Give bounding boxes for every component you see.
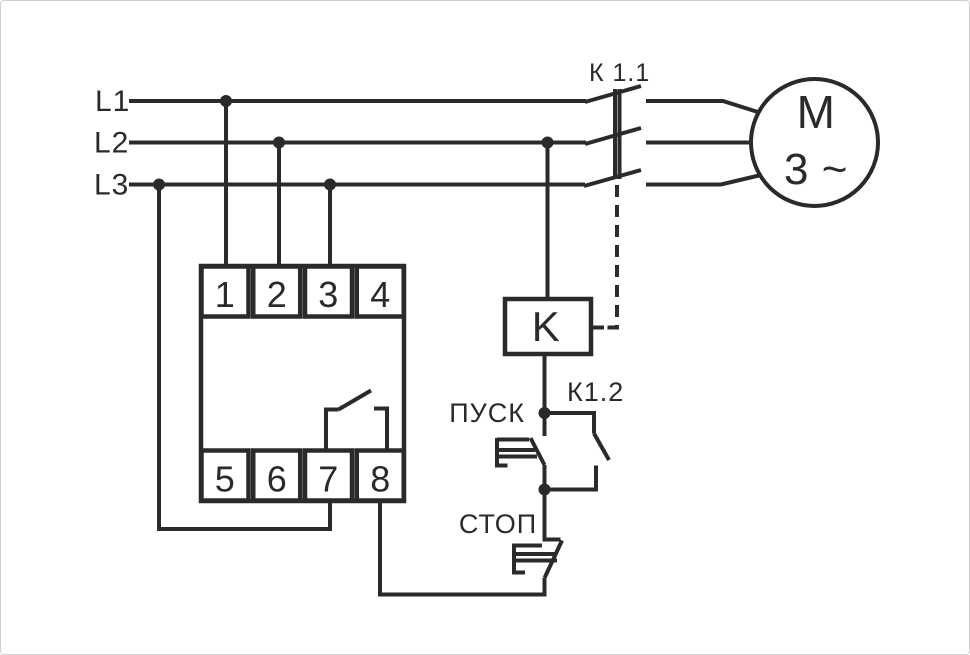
junction-dot [538,483,551,496]
junction-dot [153,178,165,191]
labels-layer: L1 L2 L3 К 1.1 М 3 ~ 1 2 3 4 5 6 7 8 K П… [94,59,848,539]
junction-dot [273,136,285,149]
motor-feed-l1 [646,99,762,115]
relay-internal-contact [324,388,389,451]
phase-label-l3: L3 [94,169,129,202]
start-button-actuator [495,437,537,468]
contactor-main-label: К 1.1 [589,59,650,87]
junction-dot [220,95,232,107]
stop-button-actuator [512,543,557,575]
contactor-k11-dashed-link [604,185,619,330]
terminal-number-3: 3 [318,274,339,315]
junction-dot [538,407,551,419]
terminal-number-2: 2 [267,274,288,315]
motor-symbol: М [797,86,836,138]
contactor-k11-blade-l3 [583,168,642,188]
terminal-number-7: 7 [318,459,339,500]
terminal-cell-7 [302,448,355,503]
terminal-cell-8 [354,448,406,503]
motor-circle [749,77,880,208]
motor-phase-mark: 3 ~ [784,145,848,194]
junction-dots [153,95,554,496]
contactor-k12-branch-top [544,411,596,434]
terminal-cell-1 [199,264,251,319]
stop-button-label: СТОП [459,509,537,539]
terminal-cell-5 [199,448,251,503]
wire-terminal8-to-stop [378,500,545,597]
contactor-coil-label: K [532,303,561,350]
terminal-cell-4 [354,264,406,319]
contactor-k12-blade [592,432,611,461]
contactor-k12-branch-bottom [544,465,598,492]
terminal-number-4: 4 [370,274,391,315]
terminal-number-5: 5 [215,459,236,500]
motor-feed-l3 [646,173,762,187]
start-button-blade [528,437,547,466]
terminal-number-8: 8 [370,459,391,500]
junction-dot [541,136,554,149]
contactor-aux-label: К1.2 [567,377,624,407]
component-bodies [198,77,880,504]
terminal-number-6: 6 [267,459,288,500]
contactor-coil-box [502,296,594,357]
wire-l3-to-terminal7 [157,184,332,531]
phase-label-l1: L1 [95,85,130,118]
terminal-cell-6 [251,448,303,503]
relay-contact-symbol [324,388,389,451]
phase-label-l2: L2 [94,127,129,160]
wires-layer [129,84,762,597]
start-button-label: ПУСК [449,398,525,428]
terminal-cell-3 [302,264,355,319]
terminal-cell-2 [251,264,303,319]
junction-dot [324,178,336,191]
terminal-number-1: 1 [215,274,236,315]
